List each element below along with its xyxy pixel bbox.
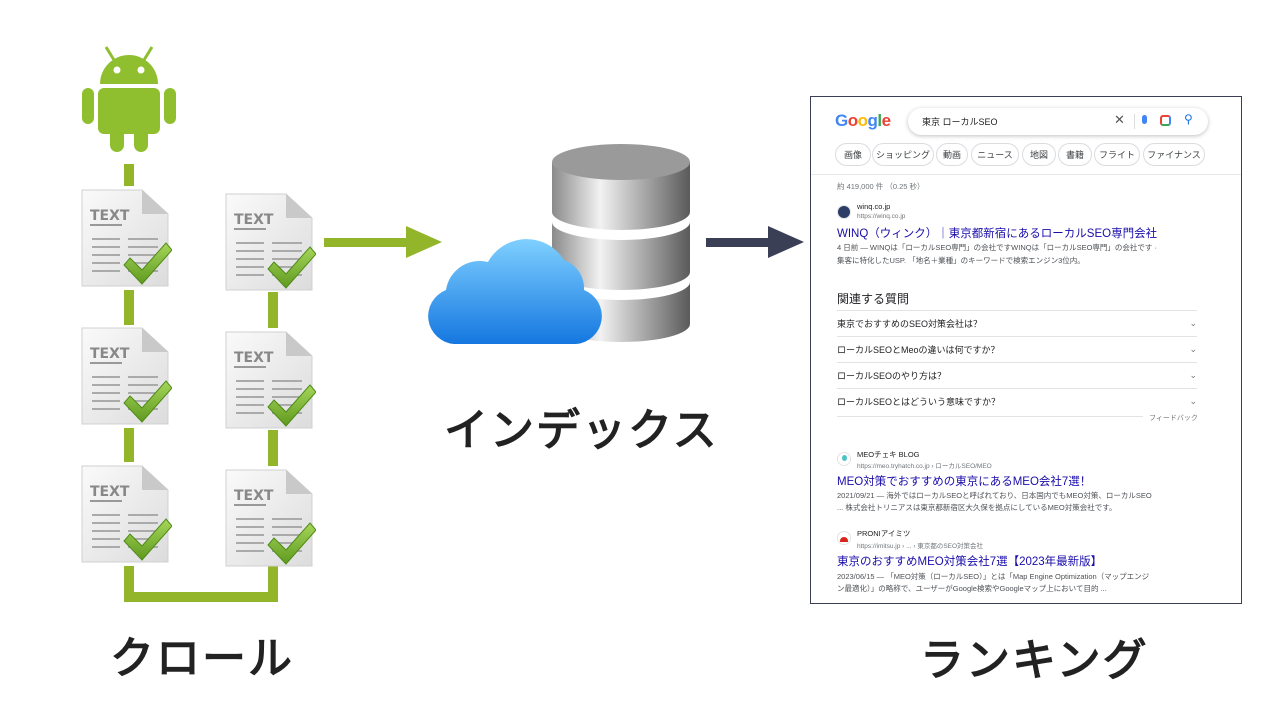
- result-snippet: 集客に特化したUSP. 「地名＋業種」のキーワードで検索エンジン3位内。: [837, 256, 1085, 265]
- google-search-results-screenshot: Google 東京 ローカルSEO ✕ ⚲ 画像 ショッピング 動画 ニュース …: [810, 96, 1242, 604]
- paa-question-text: ローカルSEOとはどういう意味ですか？: [837, 397, 1001, 407]
- arrow-right-icon: [324, 226, 442, 258]
- chevron-down-icon: ⌄: [1189, 370, 1197, 380]
- favicon: [837, 531, 851, 545]
- chevron-down-icon: ⌄: [1189, 396, 1197, 406]
- text-document-checked-icon: TEXT: [80, 188, 172, 288]
- text-document-checked-icon: TEXT: [80, 464, 172, 564]
- clear-icon[interactable]: ✕: [1114, 112, 1125, 127]
- chip-videos[interactable]: 動画: [936, 143, 968, 166]
- result-title-link[interactable]: 東京のおすすめMEO対策会社7選【2023年最新版】: [837, 556, 1103, 568]
- paa-question-text: 東京でおすすめのSEO対策会社は？: [837, 319, 983, 329]
- text-document-checked-icon: TEXT: [224, 330, 316, 430]
- feedback-link[interactable]: フィードバック: [1149, 415, 1198, 422]
- paa-question[interactable]: ローカルSEOとMeoの違いは何ですか？ ⌄: [837, 336, 1197, 362]
- chevron-down-icon: ⌄: [1189, 318, 1197, 328]
- connector: [268, 566, 278, 602]
- chip-shopping[interactable]: ショッピング: [872, 143, 934, 166]
- text-document-checked-icon: TEXT: [80, 326, 172, 426]
- label-index: インデックス: [444, 405, 719, 456]
- result-snippet: 2021/09/21 — 海外ではローカルSEOと呼ばれており、日本国内でもME…: [837, 491, 1152, 500]
- cloud-icon: [428, 239, 602, 344]
- doc-icon-text: TEXT: [90, 346, 130, 362]
- divider: [837, 416, 1143, 417]
- result-url: https://meo.tryhatch.co.jp › ローカルSEO/MEO: [857, 463, 992, 470]
- result-snippet: 4 日前 — WINQは「ローカルSEO専門」の会社ですWINQは「ローカルSE…: [837, 243, 1158, 252]
- arrow-right-icon: [706, 226, 804, 258]
- result-snippet: ン最適化）」の略称で、ユーザーがGoogle検索やGoogleマップ上において目…: [837, 584, 1107, 593]
- result-count: 約 419,000 件 （0.25 秒）: [837, 182, 925, 191]
- paa-question[interactable]: 東京でおすすめのSEO対策会社は？ ⌄: [837, 310, 1197, 336]
- label-ranking: ランキング: [920, 635, 1149, 686]
- divider: [1134, 114, 1135, 129]
- connector: [124, 290, 134, 325]
- text-document-checked-icon: TEXT: [224, 468, 316, 568]
- favicon: [837, 205, 851, 219]
- android-robot-icon: [78, 46, 180, 156]
- doc-icon-text: TEXT: [234, 488, 274, 504]
- result-snippet: 2023/06/15 — 「MEO対策（ローカルSEO）」とは「Map Engi…: [837, 572, 1150, 581]
- connector: [124, 164, 134, 186]
- search-icon[interactable]: ⚲: [1184, 112, 1193, 126]
- connector: [124, 428, 134, 462]
- chip-finance[interactable]: ファイナンス: [1143, 143, 1205, 166]
- chevron-down-icon: ⌄: [1189, 344, 1197, 354]
- search-input[interactable]: 東京 ローカルSEO ✕ ⚲: [908, 108, 1208, 135]
- result-title-link[interactable]: WINQ（ウィンク）｜東京都新宿にあるローカルSEO専門会社: [837, 228, 1158, 240]
- favicon: [837, 452, 851, 466]
- result-site: MEOチェキ BLOG: [857, 450, 920, 459]
- chip-news[interactable]: ニュース: [971, 143, 1019, 166]
- doc-icon-text: TEXT: [90, 208, 130, 224]
- result-url: https://imitsu.jp › ... › 東京都のSEO対策会社: [857, 543, 984, 550]
- result-title-link[interactable]: MEO対策でおすすめの東京にあるMEO会社7選！: [837, 476, 1092, 488]
- chip-images[interactable]: 画像: [835, 143, 871, 166]
- microphone-icon[interactable]: [1142, 115, 1147, 124]
- paa-question-text: ローカルSEOとMeoの違いは何ですか？: [837, 345, 1000, 355]
- people-also-ask-title: 関連する質問: [837, 292, 910, 306]
- connector: [268, 292, 278, 328]
- chip-books[interactable]: 書籍: [1058, 143, 1092, 166]
- divider: [811, 174, 1241, 175]
- doc-icon-text: TEXT: [234, 212, 274, 228]
- paa-question[interactable]: ローカルSEOのやり方は？ ⌄: [837, 362, 1197, 388]
- result-url: https://winq.co.jp: [857, 213, 906, 220]
- chip-maps[interactable]: 地図: [1022, 143, 1056, 166]
- chip-flights[interactable]: フライト: [1094, 143, 1140, 166]
- label-crawl: クロール: [110, 633, 294, 684]
- paa-question-text: ローカルSEOのやり方は？: [837, 371, 947, 381]
- connector: [124, 592, 278, 602]
- google-logo: Google: [835, 111, 891, 130]
- result-snippet: ... 株式会社トリニアスは東京都新宿区大久保を拠点にしているMEO対策会社です…: [837, 503, 1117, 512]
- paa-question[interactable]: ローカルSEOとはどういう意味ですか？ ⌄: [837, 388, 1197, 414]
- doc-icon-text: TEXT: [234, 350, 274, 366]
- doc-icon-text: TEXT: [90, 484, 130, 500]
- text-document-checked-icon: TEXT: [224, 192, 316, 292]
- database-icon: [552, 144, 690, 342]
- search-query: 東京 ローカルSEO: [922, 117, 998, 127]
- result-site: winq.co.jp: [857, 202, 891, 211]
- connector: [124, 566, 134, 602]
- connector: [268, 430, 278, 466]
- lens-icon[interactable]: [1160, 115, 1171, 126]
- result-site: PRONIアイミツ: [857, 529, 911, 538]
